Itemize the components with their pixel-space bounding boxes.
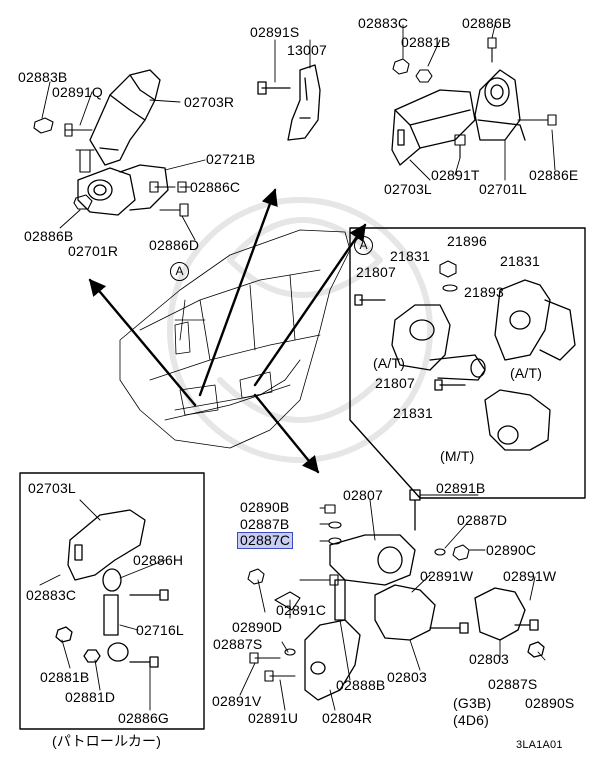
patrol-car-caption: (パトロールカー) <box>52 733 162 749</box>
part-label[interactable]: 02886B <box>462 15 512 31</box>
part-label[interactable]: 02890D <box>232 619 283 635</box>
part-label[interactable]: 02803 <box>387 669 427 685</box>
bracket-02804R <box>304 579 361 701</box>
part-label[interactable]: 02701L <box>479 181 527 197</box>
part-label[interactable]: 02703R <box>184 94 235 110</box>
part-label[interactable]: 02888B <box>336 677 386 693</box>
left-bracket-02703L <box>391 89 476 166</box>
diagram-code: 3LA1A01 <box>516 739 563 751</box>
part-label[interactable]: 02886E <box>529 167 579 183</box>
variant-box <box>349 227 586 499</box>
patrol-box <box>19 472 205 730</box>
part-label[interactable]: 02881B <box>401 34 451 50</box>
part-label-highlighted[interactable]: 02887C <box>236 532 294 549</box>
part-label[interactable]: 02891U <box>248 710 299 726</box>
nut-21896 <box>439 260 458 292</box>
part-label[interactable]: 21807 <box>375 375 415 391</box>
part-label[interactable]: 02891W <box>420 568 474 584</box>
part-label[interactable]: 02887D <box>457 512 508 528</box>
part-label[interactable]: 02881B <box>40 669 90 685</box>
part-label[interactable]: 02890C <box>486 542 537 558</box>
at-bracket-21831 <box>494 279 576 361</box>
part-label[interactable]: 02887B <box>240 516 290 532</box>
part-label[interactable]: 02891V <box>212 693 262 709</box>
bolts-top-right <box>392 37 557 159</box>
leader-arrows <box>88 188 367 474</box>
part-label[interactable]: 02721B <box>206 151 256 167</box>
part-label[interactable]: 02881D <box>65 689 116 705</box>
part-label[interactable]: 02890B <box>240 499 290 515</box>
mount-02701R <box>77 164 169 216</box>
part-label[interactable]: 21831 <box>393 405 433 421</box>
part-label[interactable]: 02716L <box>136 622 184 638</box>
label-leaders <box>39 24 556 711</box>
reference-a-box-marker: A <box>354 236 373 255</box>
variant-label: (M/T) <box>440 448 475 464</box>
watermark <box>167 197 433 463</box>
at-mount-21831 <box>354 294 486 381</box>
part-label[interactable]: 02703L <box>384 181 432 197</box>
part-label[interactable]: 02887S <box>213 636 263 652</box>
bracket-13007 <box>257 64 321 141</box>
part-label[interactable]: 21807 <box>356 264 396 280</box>
mt-bracket-21831 <box>434 379 551 451</box>
bracket-02803-b <box>474 587 545 658</box>
variant-label: (A/T) <box>373 355 406 371</box>
reference-a-marker: A <box>170 262 189 281</box>
part-label[interactable]: 02891Q <box>52 84 104 100</box>
small-parts-bottom <box>247 568 339 682</box>
part-label[interactable]: 02891C <box>276 602 327 618</box>
bolts-top-left <box>33 117 189 217</box>
part-label[interactable]: 02883B <box>18 69 68 85</box>
patrol-bracket-02703L <box>67 509 146 581</box>
bracket-02807 <box>329 489 421 586</box>
variant-label: (4D6) <box>453 712 490 728</box>
part-label[interactable]: 02883C <box>358 15 409 31</box>
part-label[interactable]: 02701R <box>68 243 119 259</box>
part-label[interactable]: 02886H <box>133 552 184 568</box>
patrol-rod-02716L <box>55 568 169 668</box>
part-label[interactable]: 02886D <box>149 237 200 253</box>
part-label[interactable]: 02886C <box>190 179 241 195</box>
mount-02701L <box>474 69 526 141</box>
part-label[interactable]: 21831 <box>500 253 540 269</box>
part-label[interactable]: 02886G <box>118 710 170 726</box>
part-label[interactable]: 21831 <box>390 248 430 264</box>
variant-label: (G3B) <box>453 695 492 711</box>
part-label[interactable]: 02887S <box>488 676 538 692</box>
part-label[interactable]: 02803 <box>469 651 509 667</box>
part-label[interactable]: 21893 <box>464 284 504 300</box>
part-label[interactable]: 02890S <box>525 695 575 711</box>
part-label[interactable]: 02891S <box>250 24 300 40</box>
bracket-02803-a <box>374 584 469 641</box>
part-label[interactable]: 02891B <box>436 480 486 496</box>
part-label[interactable]: 02804R <box>322 710 373 726</box>
part-label[interactable]: 02891T <box>431 167 480 183</box>
part-label[interactable]: 02807 <box>343 487 383 503</box>
part-label[interactable]: 13007 <box>287 42 327 58</box>
variant-label: (A/T) <box>510 365 543 381</box>
part-label[interactable]: 02886B <box>24 228 74 244</box>
part-label[interactable]: 02883C <box>26 587 77 603</box>
part-label[interactable]: 21896 <box>447 233 487 249</box>
washers-02887 <box>324 504 470 561</box>
part-label[interactable]: 02891W <box>503 568 557 584</box>
part-label[interactable]: 02703L <box>28 480 76 496</box>
